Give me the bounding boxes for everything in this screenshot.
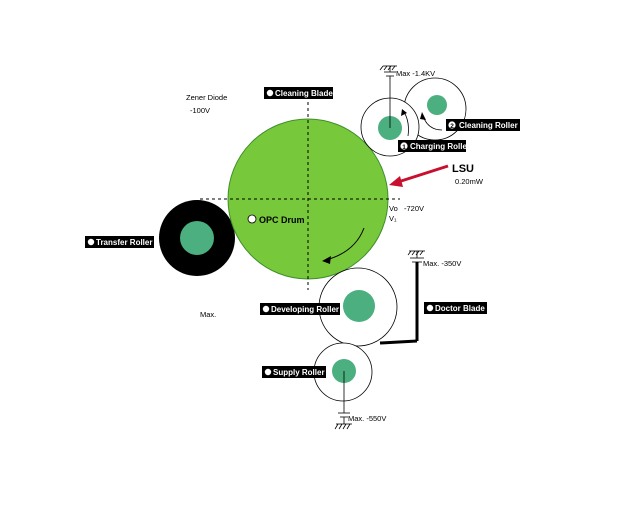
transfer-max-label: Max. [200, 310, 216, 319]
charging-roller-number: 1 [402, 144, 406, 151]
developing-roller [318, 267, 398, 347]
bullet-icon [266, 89, 274, 97]
cleaning-blade-label: Cleaning Blade [275, 89, 333, 98]
supply-voltage-label: Max. -550V [348, 414, 386, 423]
transfer-roller-label: Transfer Roller [96, 238, 152, 247]
vo-label: Vo [389, 204, 398, 213]
doctor-blade-tip [379, 339, 418, 345]
doctor-blade [379, 262, 419, 345]
transfer-roller [159, 200, 235, 276]
charging-roller-arrowhead [401, 109, 407, 116]
supply-roller [313, 342, 373, 413]
opc-drum: OPC Drum [200, 102, 400, 290]
zener-diode-label: Zener Diode [186, 93, 227, 102]
tag-cleaning-roller: 2 Cleaning Roller [446, 119, 520, 131]
doctor-blade-label: Doctor Blade [435, 304, 485, 313]
lsu-label: LSU [452, 163, 474, 175]
lsu-power-label: 0.20mW [455, 177, 484, 186]
transfer-roller-core [180, 221, 214, 255]
opc-drum-bullet [247, 214, 257, 224]
tag-charging-roller: 1 Charging Roller [398, 140, 470, 152]
bullet-icon [426, 304, 434, 312]
cleaning-roller-core [427, 95, 447, 115]
bullet-icon [87, 238, 95, 246]
developing-roller-core [343, 290, 375, 322]
lsu-beam-line [397, 164, 449, 184]
charging-roller-label: Charging Roller [410, 142, 470, 151]
bullet-icon [262, 305, 270, 313]
developing-roller-label: Developing Roller [271, 305, 339, 314]
zener-voltage-label: -100V [190, 106, 210, 115]
cleaning-roller-label: Cleaning Roller [459, 121, 518, 130]
lsu-laser-beam [389, 164, 449, 187]
tag-supply-roller: Supply Roller [262, 366, 326, 378]
bullet-icon [264, 368, 272, 376]
supply-ground-symbol [334, 412, 352, 430]
v1-label: V₁ [389, 214, 397, 223]
drum-rotation-arrowhead [322, 256, 331, 264]
tag-doctor-blade: Doctor Blade [424, 302, 487, 314]
lsu-beam-arrowhead [389, 176, 403, 187]
number-badge-icon [400, 142, 408, 150]
doctor-ground-symbol [407, 250, 425, 263]
vo-value: -720V [404, 204, 424, 213]
charging-voltage-label: Max -1.4KV [396, 69, 435, 78]
supply-roller-label: Supply Roller [273, 368, 325, 377]
tag-transfer-roller: Transfer Roller [85, 236, 154, 248]
cleaning-roller-arrowhead [420, 112, 426, 120]
tag-developing-roller: Developing Roller [260, 303, 340, 315]
opc-drum-label: OPC Drum [259, 215, 305, 225]
charging-ground-symbol [379, 65, 397, 79]
tag-cleaning-blade: Cleaning Blade [264, 87, 333, 99]
doctor-voltage-label: Max. -350V [423, 259, 461, 268]
cleaning-roller-number: 2 [450, 123, 454, 130]
number-badge-icon [448, 121, 456, 129]
